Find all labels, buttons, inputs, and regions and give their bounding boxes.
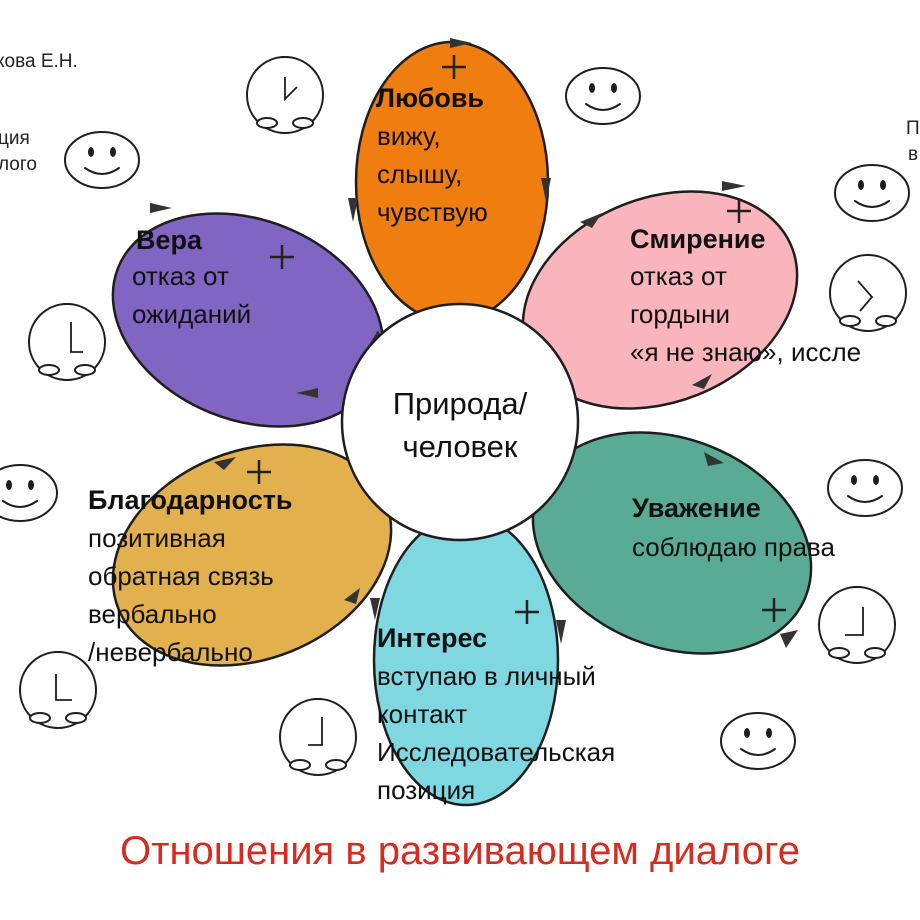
petal-love-line: вижу, xyxy=(377,121,441,151)
center-line1: Природа/ xyxy=(393,386,528,421)
arrow-icon xyxy=(344,588,360,604)
arrow-icon xyxy=(541,178,551,202)
alarm-clock-icon xyxy=(829,254,907,332)
arrow-icon xyxy=(704,452,724,466)
plus-icon xyxy=(727,199,751,223)
petal-gratitude-line: /невербально xyxy=(88,637,253,667)
plus-icon xyxy=(762,598,786,622)
petal-faith-title: Вера xyxy=(136,225,203,255)
petal-humility-line: «я не знаю», иссле xyxy=(630,337,861,367)
petal-humility-line: отказ от xyxy=(630,261,727,291)
alarm-clock-icon xyxy=(19,651,97,729)
plus-icon xyxy=(515,600,539,624)
center-node: Природа/ человек xyxy=(340,302,580,542)
alarm-clocks xyxy=(19,56,907,776)
petal-respect-title: Уважение xyxy=(632,493,761,523)
footer-title: Отношения в развивающем диалоге xyxy=(120,829,800,873)
petal-interest-line: контакт xyxy=(377,699,467,729)
edge-texts: кова Е.Н. ция лого П в xyxy=(0,51,920,175)
arrow-icon xyxy=(722,181,746,191)
arrow-icon xyxy=(370,598,380,620)
petal-love-title: Любовь xyxy=(376,83,484,113)
arrow-icon xyxy=(296,388,318,398)
arrow-icon xyxy=(450,38,472,48)
arrow-icon xyxy=(348,198,358,222)
plus-icons xyxy=(247,55,786,624)
petal-faith-text: Вера отказ от ожиданий xyxy=(132,225,251,329)
center-circle xyxy=(340,302,580,542)
arrow-icon xyxy=(556,620,566,644)
author-text: кова Е.Н. xyxy=(0,51,78,72)
smiley-icon xyxy=(0,464,58,522)
petal-respect-text: Уважение соблюдаю права xyxy=(632,493,835,562)
petal-humility-title: Смирение xyxy=(630,224,766,254)
petal-humility-line: гордыни xyxy=(630,299,730,329)
petal-faith-line: отказ от xyxy=(132,261,229,291)
petal-gratitude-line: вербально xyxy=(88,599,217,629)
petal-respect-line: соблюдаю права xyxy=(632,532,835,562)
arrow-icon xyxy=(150,203,172,213)
arrow-icon xyxy=(780,630,798,648)
left-edge-text: лого xyxy=(0,154,37,175)
petal-interest-text: Интерес вступаю в личный контакт Исследо… xyxy=(377,623,615,805)
arrow-icon xyxy=(214,457,236,470)
petal-interest-title: Интерес xyxy=(377,623,487,653)
alarm-clock-icon xyxy=(28,303,106,381)
plus-icon xyxy=(247,460,271,484)
alarm-clock-icon xyxy=(818,586,896,664)
alarm-clock-icon xyxy=(279,698,357,776)
center-line2: человек xyxy=(403,429,518,464)
petal-interest-line: вступаю в личный xyxy=(377,661,596,691)
petal-gratitude-text: Благодарность позитивная обратная связь … xyxy=(88,485,293,667)
plus-icon xyxy=(442,55,466,79)
petal-love-line: чувствую xyxy=(377,197,488,227)
right-edge-text: в xyxy=(908,144,918,165)
smiley-icon xyxy=(827,459,903,517)
plus-icon xyxy=(270,245,294,269)
petal-love-text: Любовь вижу, слышу, чувствую xyxy=(376,83,488,227)
petal-interest-line: позиция xyxy=(377,775,475,805)
petal-gratitude-line: обратная связь xyxy=(88,561,274,591)
petal-faith-line: ожиданий xyxy=(132,299,251,329)
petal-gratitude-title: Благодарность xyxy=(88,485,293,515)
alarm-clock-icon xyxy=(246,56,324,134)
petal-humility-text: Смирение отказ от гордыни «я не знаю», и… xyxy=(630,224,861,367)
arrow-icon xyxy=(692,374,712,389)
smiley-icon xyxy=(720,712,796,770)
smiley-icon xyxy=(64,131,140,189)
smiley-icon xyxy=(565,67,641,125)
arrow-icon xyxy=(580,213,602,228)
left-edge-text: ция xyxy=(0,128,30,149)
right-edge-text: П xyxy=(906,118,920,139)
petal-love-line: слышу, xyxy=(377,159,462,189)
smileys xyxy=(0,67,910,770)
smiley-icon xyxy=(834,164,910,222)
petal-interest-line: Исследовательская xyxy=(377,737,615,767)
petal-gratitude-line: позитивная xyxy=(88,523,226,553)
